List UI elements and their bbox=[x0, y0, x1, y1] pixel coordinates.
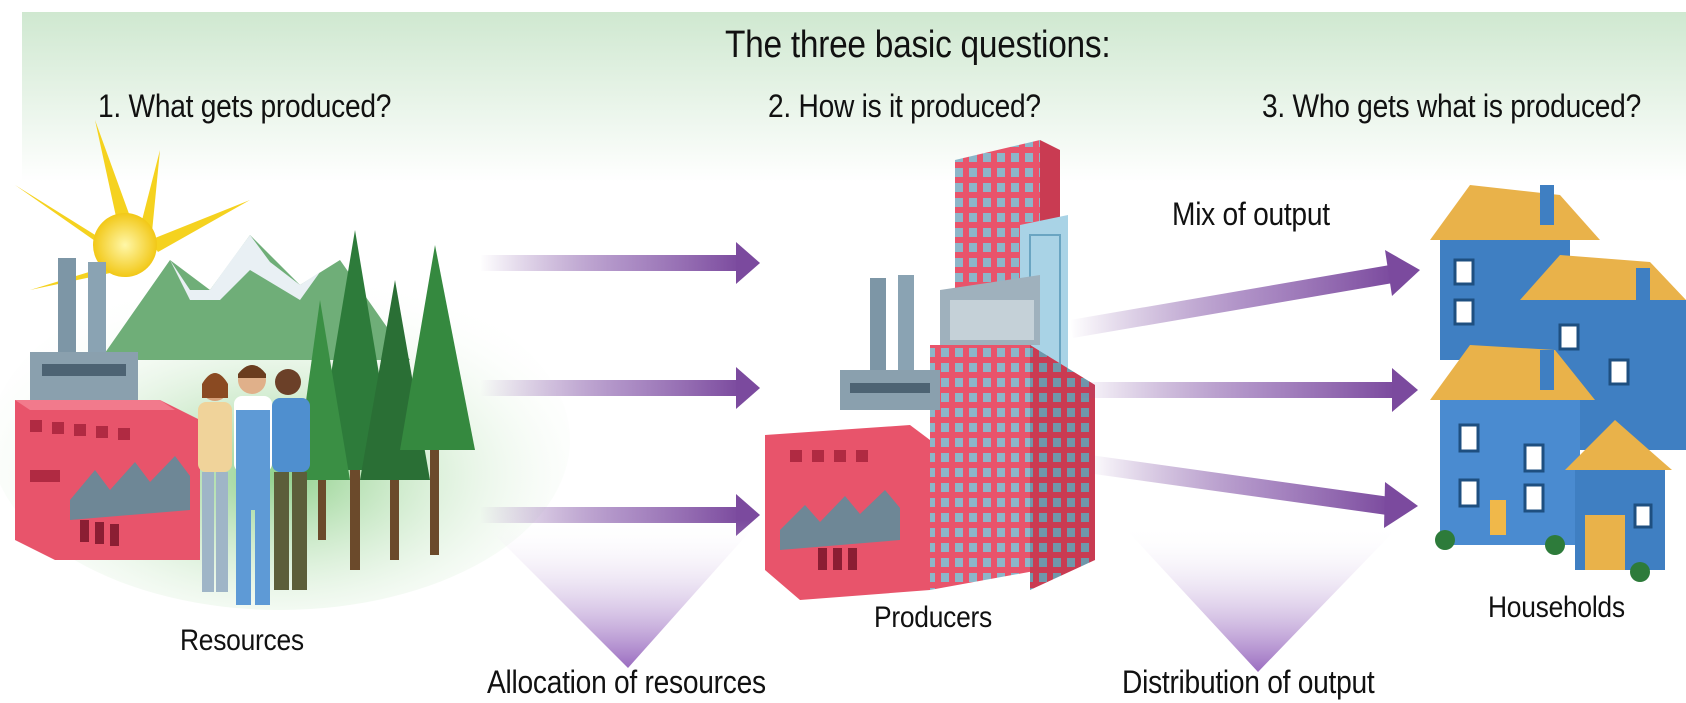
question-2: 2. How is it produced? bbox=[768, 88, 1041, 124]
allocation-arrow-2 bbox=[480, 380, 740, 396]
question-3: 3. Who gets what is produced? bbox=[1262, 88, 1641, 124]
resources-label: Resources bbox=[180, 624, 304, 657]
allocation-of-resources-label: Allocation of resources bbox=[487, 664, 766, 700]
output-arrow-1 bbox=[1070, 265, 1393, 338]
question-1: 1. What gets produced? bbox=[98, 88, 392, 124]
mix-of-output-label: Mix of output bbox=[1172, 196, 1330, 232]
output-arrow-3 bbox=[1087, 455, 1390, 515]
output-arrows bbox=[1070, 250, 1420, 672]
resources-illustration bbox=[0, 120, 570, 610]
output-arrow-2 bbox=[1075, 382, 1395, 398]
households-illustration bbox=[1430, 185, 1686, 582]
mountain-icon bbox=[100, 235, 410, 360]
allocation-funnel bbox=[480, 520, 760, 668]
distribution-of-output-label: Distribution of output bbox=[1122, 664, 1375, 700]
header-band bbox=[22, 12, 1686, 182]
diagram-title: The three basic questions: bbox=[725, 24, 1111, 66]
factory-icon bbox=[15, 258, 200, 560]
households-label: Households bbox=[1488, 591, 1625, 624]
trees-icon bbox=[295, 230, 475, 570]
allocation-arrows bbox=[480, 242, 760, 668]
distribution-funnel bbox=[1122, 525, 1400, 672]
allocation-arrow-3 bbox=[480, 507, 740, 523]
producers-illustration bbox=[765, 140, 1095, 600]
producers-label: Producers bbox=[874, 601, 992, 634]
allocation-arrow-1 bbox=[480, 255, 740, 271]
workers-icon bbox=[198, 365, 310, 605]
